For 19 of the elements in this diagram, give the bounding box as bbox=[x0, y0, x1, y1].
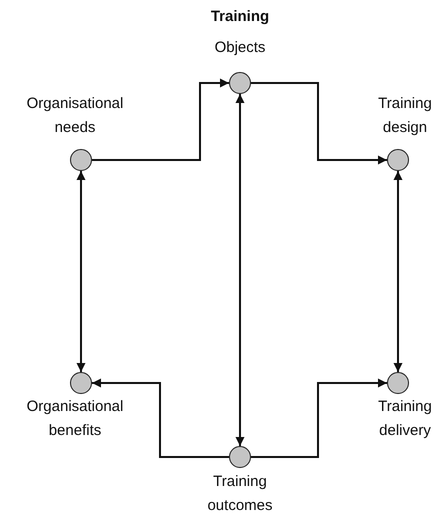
circle-node bbox=[387, 149, 409, 171]
arrow bbox=[251, 82, 387, 164]
node-label: Objects bbox=[214, 38, 266, 58]
node-label: Training outcomes bbox=[206, 472, 274, 516]
circle-node bbox=[229, 446, 251, 468]
circle-node bbox=[229, 72, 251, 94]
arrow bbox=[76, 171, 86, 372]
circle-node bbox=[70, 149, 92, 171]
node-label: Training delivery bbox=[377, 397, 433, 441]
node-label: Training design bbox=[377, 94, 433, 138]
circle-node bbox=[387, 372, 409, 394]
node-label: Organisational needs bbox=[26, 94, 124, 138]
diagram-title: Training bbox=[210, 8, 270, 25]
circle-node bbox=[70, 372, 92, 394]
arrow bbox=[251, 378, 387, 458]
node-label: Organisational benefits bbox=[26, 397, 124, 441]
arrow bbox=[236, 94, 244, 446]
arrow bbox=[92, 78, 229, 161]
arrow bbox=[92, 378, 229, 458]
